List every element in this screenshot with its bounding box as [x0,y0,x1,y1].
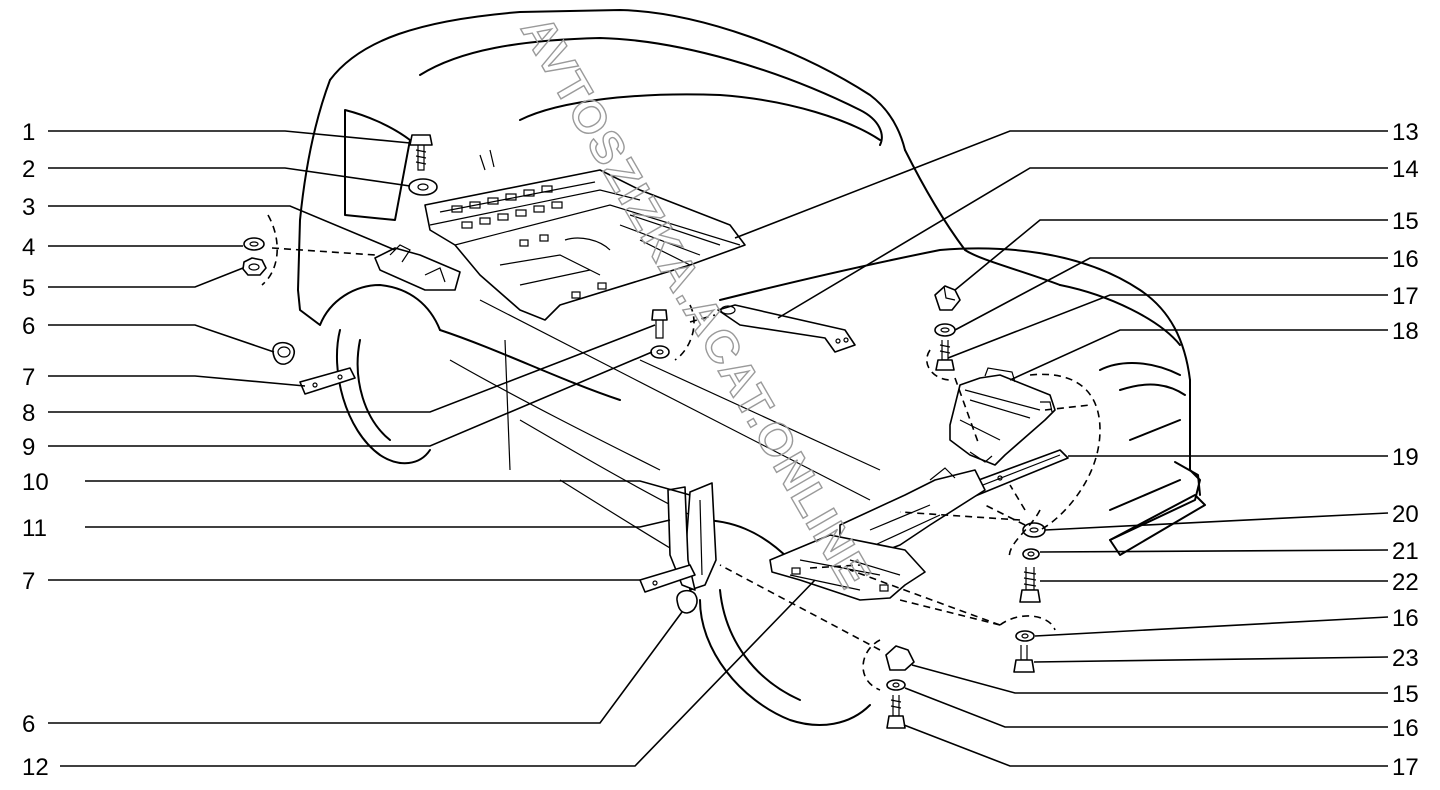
callout-21: 21 [1392,538,1419,565]
vehicle-body [297,9,1206,726]
callout-17: 17 [1392,283,1419,310]
callout-16: 16 [1392,246,1419,273]
callout-4: 4 [22,234,35,261]
callout-19: 19 [1392,444,1419,471]
leader-lines [48,130,1389,767]
callout-15-lower: 15 [1392,681,1419,708]
assembly-dashed-lines [261,214,1101,691]
callout-7: 7 [22,364,35,391]
callout-6-lower: 6 [22,711,35,738]
callout-18: 18 [1392,318,1419,345]
callout-20: 20 [1392,501,1419,528]
callout-17-lower: 17 [1392,754,1419,781]
floor-panel [374,169,746,321]
callout-7-lower: 7 [22,568,35,595]
callout-16-lower: 16 [1392,715,1419,742]
callout-12: 12 [22,754,49,781]
callout-14: 14 [1392,156,1419,183]
callout-9: 9 [22,434,35,461]
callout-labels: 1 2 3 4 5 6 7 8 9 10 11 7 6 12 13 14 15 … [22,119,1419,781]
callout-6: 6 [22,313,35,340]
callout-1: 1 [22,119,35,146]
callout-5: 5 [22,275,35,302]
callout-16-mid: 16 [1392,605,1419,632]
callout-3: 3 [22,194,35,221]
callout-23: 23 [1392,645,1419,672]
callout-2: 2 [22,156,35,183]
callout-22: 22 [1392,569,1419,596]
callout-10: 10 [22,469,49,496]
callout-13: 13 [1392,119,1419,146]
callout-11: 11 [22,515,47,542]
callout-8: 8 [22,400,35,427]
fasteners-left [242,134,856,395]
callout-15: 15 [1392,208,1419,235]
